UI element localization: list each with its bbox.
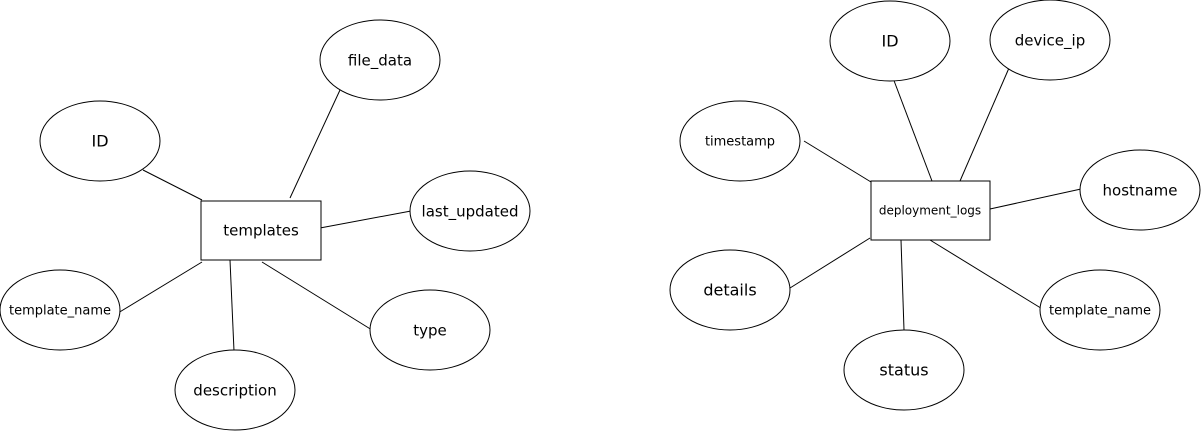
attribute-deployment-logs-hostname[interactable]: hostname xyxy=(1079,149,1201,231)
attribute-deployment-logs-status-label: status xyxy=(879,361,928,380)
attribute-templates-template-name[interactable]: template_name xyxy=(0,269,121,351)
entity-deployment-logs-label: deployment_logs xyxy=(879,204,981,218)
attribute-deployment-logs-timestamp-label: timestamp xyxy=(705,135,775,150)
connector-templates-template-name xyxy=(117,261,203,314)
deployment-logs-diagram: deployment_logs ID device_ip timestamp h… xyxy=(669,0,1201,411)
attribute-deployment-logs-template-name-label: template_name xyxy=(1049,304,1151,319)
connector-deployment-logs-hostname xyxy=(989,188,1082,210)
attribute-templates-last-updated-label: last_updated xyxy=(422,203,519,222)
attribute-templates-type-label: type xyxy=(413,322,447,340)
attribute-templates-last-updated[interactable]: last_updated xyxy=(409,170,531,252)
connector-templates-last-updated xyxy=(319,210,412,229)
attribute-templates-file-data[interactable]: file_data xyxy=(319,19,441,101)
attribute-deployment-logs-template-name[interactable]: template_name xyxy=(1039,269,1161,351)
connector-deployment-logs-timestamp xyxy=(803,140,872,183)
entity-templates-label: templates xyxy=(223,222,299,240)
attribute-templates-template-name-label: template_name xyxy=(9,304,111,319)
connector-templates-type xyxy=(261,261,373,331)
attribute-deployment-logs-details-label: details xyxy=(703,281,756,300)
attribute-deployment-logs-details[interactable]: details xyxy=(669,249,791,331)
attribute-deployment-logs-device-ip-label: device_ip xyxy=(1015,32,1085,51)
attribute-templates-type[interactable]: type xyxy=(369,289,491,371)
connector-deployment-logs-template-name xyxy=(929,239,1045,311)
connector-templates-id xyxy=(142,169,203,201)
attribute-templates-file-data-label: file_data xyxy=(348,52,412,71)
attribute-deployment-logs-timestamp[interactable]: timestamp xyxy=(679,100,801,182)
connector-deployment-logs-id xyxy=(892,77,933,182)
connector-templates-file-data xyxy=(289,89,341,199)
entity-deployment-logs[interactable]: deployment_logs xyxy=(870,180,991,241)
connector-templates-description xyxy=(229,259,235,352)
entity-templates[interactable]: templates xyxy=(200,200,322,261)
connector-deployment-logs-details xyxy=(789,237,871,289)
attribute-templates-id-label: ID xyxy=(91,132,108,151)
attribute-deployment-logs-id[interactable]: ID xyxy=(829,0,951,82)
connector-deployment-logs-device-ip xyxy=(959,67,1010,182)
attribute-deployment-logs-device-ip[interactable]: device_ip xyxy=(989,0,1111,81)
templates-diagram: templates ID file_data last_updated type… xyxy=(0,19,531,431)
attribute-templates-description[interactable]: description xyxy=(174,349,296,431)
attribute-deployment-logs-hostname-label: hostname xyxy=(1103,182,1178,200)
attribute-templates-description-label: description xyxy=(193,382,276,400)
attribute-templates-id[interactable]: ID xyxy=(39,100,161,182)
attribute-deployment-logs-id-label: ID xyxy=(881,32,898,51)
attribute-deployment-logs-status[interactable]: status xyxy=(843,329,965,411)
connector-deployment-logs-status xyxy=(900,239,905,331)
